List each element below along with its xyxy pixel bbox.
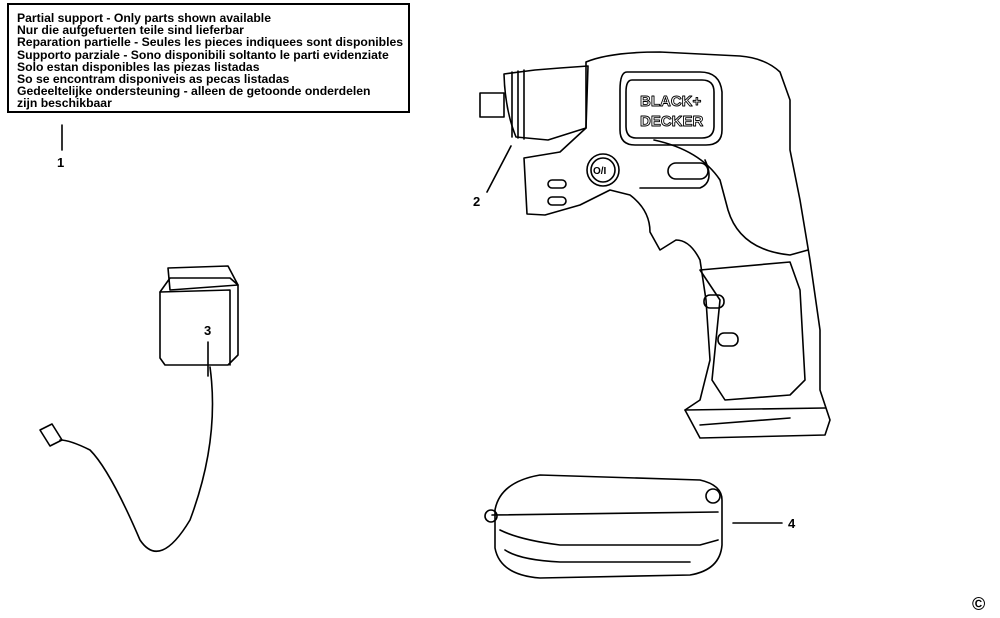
leader-lines — [61, 124, 783, 524]
notice-line: Partial support - Only parts shown avail… — [17, 11, 271, 25]
notice-line: Reparation partielle - Seules les pieces… — [17, 35, 404, 50]
callout-4: 4 — [788, 516, 796, 531]
notice-line: Gedeeltelijke ondersteuning - alleen de … — [17, 84, 371, 99]
notice-line: Nur die aufgefuerten teile sind lieferba… — [17, 23, 244, 38]
partial-support-notice: Partial support - Only parts shown avail… — [7, 3, 410, 113]
brand-logo-line1: BLACK+ — [640, 93, 701, 110]
battery-pack-illustration — [484, 474, 723, 579]
notice-line: Supporto parziale - Sono disponibili sol… — [17, 47, 389, 62]
charger-illustration — [39, 265, 239, 552]
copyright-symbol: © — [972, 594, 986, 614]
callout-2: 2 — [473, 194, 481, 209]
power-switch-label: O/I — [593, 166, 607, 177]
callout-1: 1 — [57, 155, 65, 170]
notice-line: So se encontram disponiveis as pecas lis… — [17, 72, 290, 87]
notice-line: zijn beschikbaar — [17, 96, 112, 111]
brand-logo-line2: DECKER — [640, 113, 704, 130]
notice-line: Solo estan disponibles las piezas listad… — [17, 59, 260, 74]
callout-3: 3 — [204, 323, 212, 338]
drill-body-illustration — [479, 51, 831, 439]
